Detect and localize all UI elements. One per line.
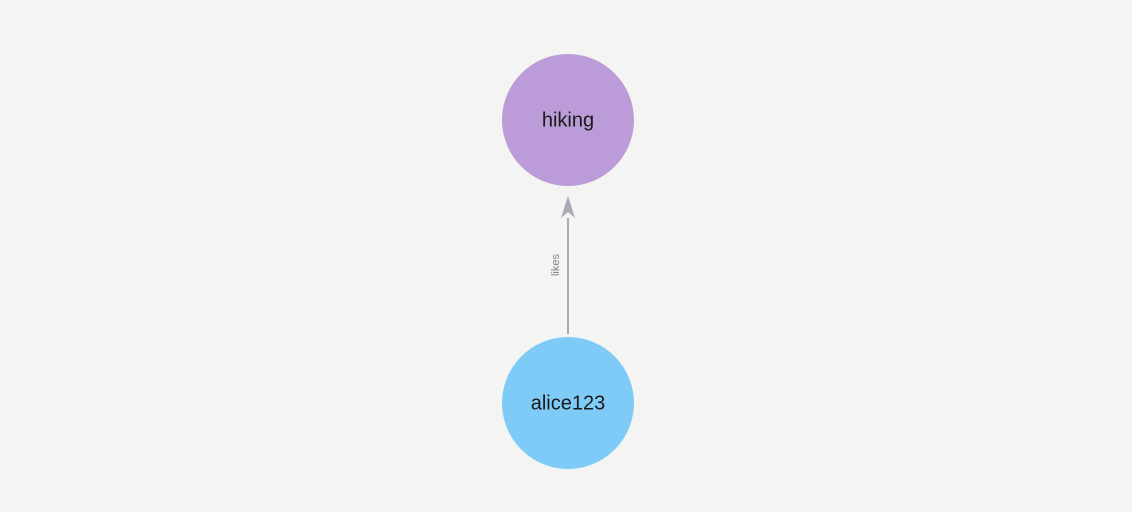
node-circle[interactable] (502, 54, 634, 186)
node-label: alice123 (531, 392, 606, 414)
node-circle[interactable] (502, 337, 634, 469)
graph-node-alice123[interactable]: alice123 (502, 337, 634, 469)
edge-label: likes (550, 254, 562, 277)
graph-node-hiking[interactable]: hiking (502, 54, 634, 186)
graph-edge-alice123-likes-hiking[interactable]: likes (550, 196, 575, 334)
edge-arrowhead-icon (561, 196, 575, 218)
node-label: hiking (542, 109, 594, 131)
